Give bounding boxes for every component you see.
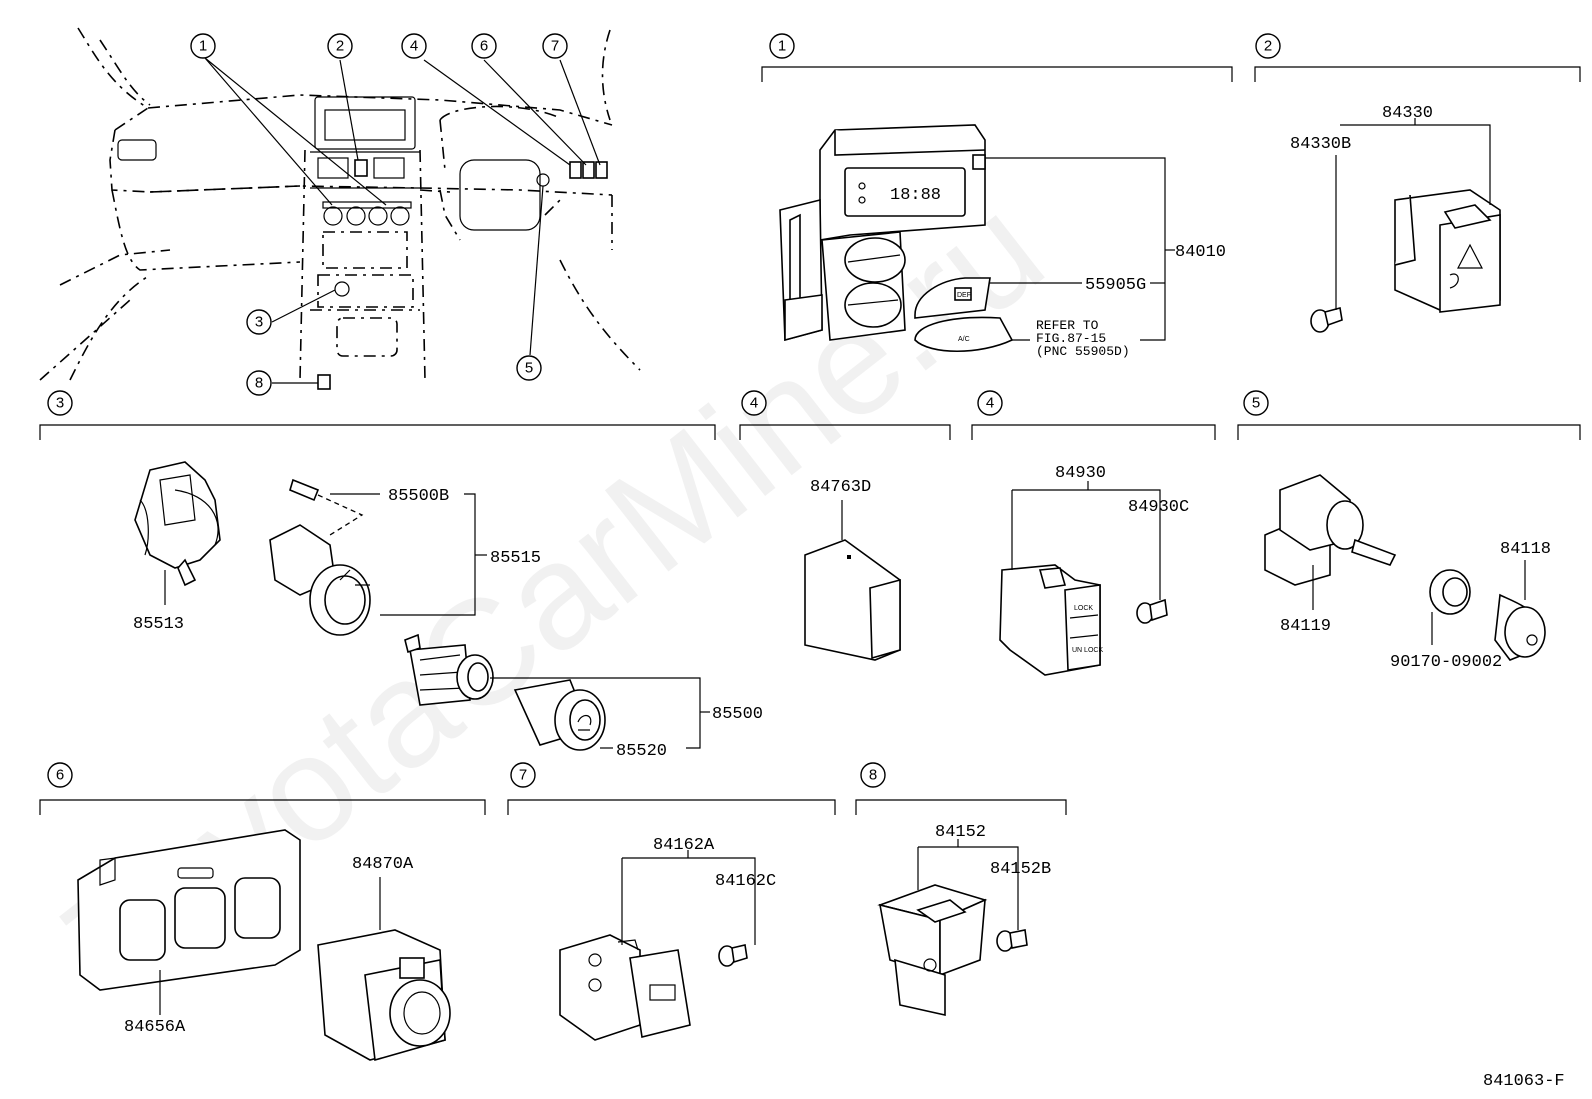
label-90170-09002: 90170-09002	[1390, 653, 1502, 672]
callout-7: 7	[551, 38, 559, 55]
section6-leaders	[159, 877, 381, 1015]
section1-leaders	[985, 157, 1175, 341]
label-85500B: 85500B	[388, 487, 449, 506]
callout-8: 8	[255, 375, 263, 392]
overview-callouts: 1 2 4 6 7 3 5 8	[190, 33, 568, 396]
section-5: 5	[1252, 395, 1260, 412]
label-85515: 85515	[490, 549, 541, 568]
callout-5: 5	[525, 360, 533, 377]
refer-line-3: (PNC 55905D)	[1036, 344, 1130, 359]
callout-2: 2	[336, 38, 344, 55]
label-84930: 84930	[1055, 464, 1106, 483]
section-7: 7	[519, 767, 527, 784]
blank-cover-84763D	[804, 500, 901, 661]
lighter-housing-85513	[134, 461, 221, 587]
def-button: DEF	[914, 277, 991, 319]
refer-line-1: REFER TO	[1036, 318, 1099, 333]
label-84763D: 84763D	[810, 478, 871, 497]
lighter-body-85500	[404, 633, 494, 706]
section-2: 2	[1264, 38, 1272, 55]
switch-84162A-clip	[718, 944, 748, 967]
lighter-bulb	[289, 478, 320, 502]
section-brackets	[39, 66, 1581, 815]
label-84330: 84330	[1382, 104, 1433, 123]
label-84152: 84152	[935, 823, 986, 842]
label-84870A: 84870A	[352, 855, 414, 874]
section-4a: 4	[750, 395, 758, 412]
section2-leaders	[1335, 118, 1491, 310]
hazard-clip	[1310, 307, 1343, 333]
svg-text:UN LOCK: UN LOCK	[1072, 647, 1103, 654]
label-84118: 84118	[1500, 540, 1551, 559]
section-8: 8	[869, 767, 877, 784]
label-84010: 84010	[1175, 243, 1226, 262]
figure-id: 841063-F	[1483, 1072, 1565, 1091]
section7-leaders	[621, 850, 756, 945]
switch-84152	[877, 884, 988, 1016]
section-numbers: 1 2 3 4 4 5 6 7 8	[47, 33, 1281, 788]
section5-leaders	[1312, 560, 1526, 645]
label-85500: 85500	[712, 705, 763, 724]
label-84656A: 84656A	[124, 1018, 186, 1037]
label-84930C: 84930C	[1128, 498, 1189, 517]
rheostat-nut	[1429, 569, 1471, 615]
ac-button: A/C	[914, 316, 1014, 352]
label-84162C: 84162C	[715, 872, 776, 891]
label-84330B: 84330B	[1290, 135, 1351, 154]
switch-84152-clip	[996, 929, 1028, 952]
mirror-switch-84870A	[317, 929, 451, 1062]
overview-leaders	[204, 57, 601, 384]
section8-leaders	[917, 839, 1019, 930]
label-84162A: 84162A	[653, 836, 715, 855]
lighter-knob-85520	[513, 679, 606, 751]
section3-leaders	[164, 493, 710, 749]
switch-bezel-84656A	[77, 829, 301, 991]
section-1: 1	[778, 38, 786, 55]
door-lock-clip	[1136, 598, 1168, 624]
callout-1: 1	[199, 38, 207, 55]
callout-3: 3	[255, 314, 263, 331]
svg-text:DEF: DEF	[957, 292, 971, 299]
section-4b: 4	[986, 395, 994, 412]
rheostat-84119	[1264, 474, 1397, 586]
bulb-dotted-guide	[317, 494, 364, 536]
callout-6: 6	[480, 38, 488, 55]
svg-text:LOCK: LOCK	[1074, 605, 1093, 612]
svg-text:A/C: A/C	[958, 336, 970, 343]
label-85520: 85520	[616, 742, 667, 761]
rheostat-knob-84118	[1494, 593, 1546, 661]
label-55905G: 55905G	[1085, 276, 1146, 295]
clock-heater-assembly: 18:88	[779, 124, 986, 342]
section4b-leaders	[1011, 481, 1161, 600]
section-6: 6	[56, 767, 64, 784]
lighter-socket-85515	[269, 524, 371, 636]
dashboard-overview	[39, 27, 641, 390]
switch-84162A	[559, 934, 691, 1041]
clock-display: 18:88	[890, 186, 941, 205]
label-85513: 85513	[133, 615, 184, 634]
label-84119: 84119	[1280, 617, 1331, 636]
hazard-switch	[1394, 189, 1501, 313]
section-3: 3	[56, 395, 64, 412]
label-84152B: 84152B	[990, 860, 1051, 879]
callout-4: 4	[410, 38, 418, 55]
refer-line-2: FIG.87-15	[1036, 331, 1106, 346]
door-lock-switch: LOCK UN LOCK	[999, 564, 1103, 676]
